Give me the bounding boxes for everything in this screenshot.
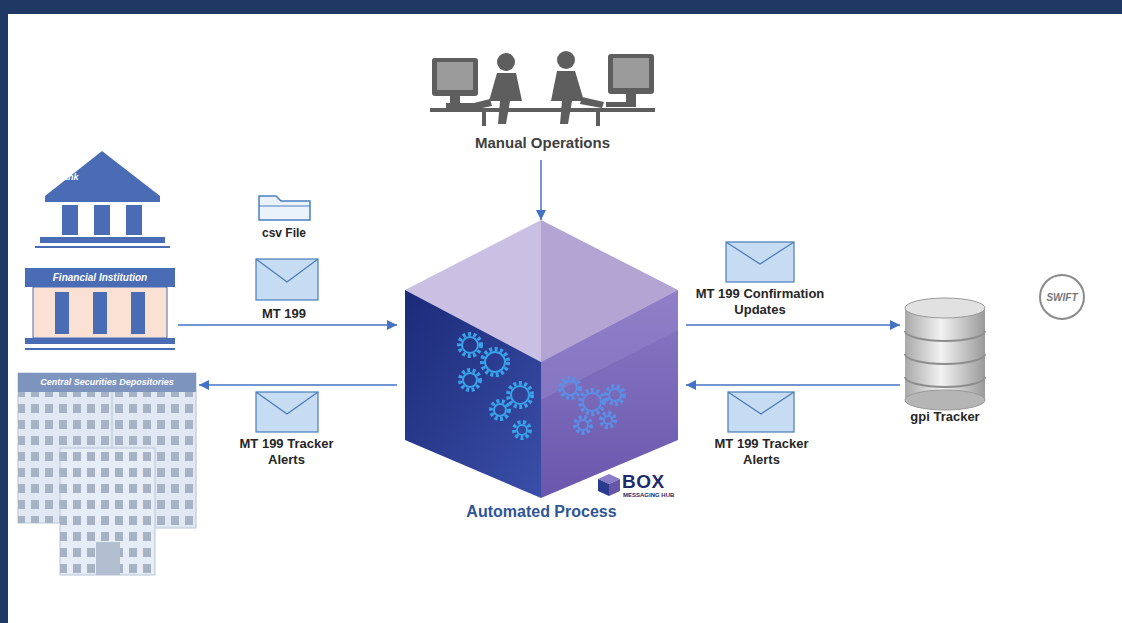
- gear-ring: [462, 337, 478, 353]
- depository-node: Central Securities Depositories: [18, 373, 196, 576]
- gear-ring: [463, 373, 477, 387]
- frame-bar: [0, 0, 1122, 14]
- gear-symbol: [491, 401, 509, 419]
- operators-icon: [430, 51, 655, 126]
- gear-symbol: [580, 390, 604, 414]
- gear-symbol: [482, 349, 508, 375]
- flow-arrow: [178, 324, 397, 326]
- institution-building: [25, 268, 175, 350]
- gear-symbol: [575, 417, 591, 433]
- gear-teeth: [508, 383, 532, 407]
- flow-arrow: [540, 160, 542, 220]
- gear-teeth: [459, 334, 481, 356]
- gear-symbol: [514, 422, 530, 438]
- logo-wordmark: BOX: [622, 471, 665, 493]
- automation-cube: [405, 220, 678, 498]
- bank-building: [35, 151, 170, 248]
- gear-teeth: [482, 349, 508, 375]
- folder-icon: [259, 196, 310, 220]
- message-label: MT 199 Tracker Alerts: [704, 436, 819, 469]
- bank-node: Bank: [35, 150, 170, 248]
- gear-symbol: [460, 370, 480, 390]
- gear-teeth: [460, 370, 480, 390]
- gear-teeth: [575, 417, 591, 433]
- gear-teeth: [560, 378, 580, 398]
- node-text: Financial Institution: [25, 272, 175, 284]
- gear-ring: [511, 386, 529, 404]
- node-text: Automated Process: [400, 503, 683, 521]
- institution-node: Financial Institution: [25, 268, 175, 350]
- message-label: MT 199: [244, 306, 324, 322]
- database-icon: [905, 298, 985, 410]
- swift-logo: [1040, 275, 1084, 319]
- gear-teeth: [491, 401, 509, 419]
- gear-symbol: [606, 386, 624, 404]
- gear-symbol: [601, 413, 615, 427]
- gear-teeth: [514, 422, 530, 438]
- gear-ring: [604, 416, 612, 424]
- message-label: MT 199 Confirmation Updates: [680, 286, 840, 319]
- gear-ring: [563, 381, 577, 395]
- gear-ring: [609, 389, 621, 401]
- gear-teeth: [606, 386, 624, 404]
- flow-arrow: [686, 324, 900, 326]
- node-text: gpi Tracker: [893, 410, 997, 425]
- gear-ring: [485, 352, 505, 372]
- operations-node: Manual Operations: [430, 45, 655, 157]
- frame-bar: [0, 0, 8, 623]
- depository-buildings: [18, 373, 196, 575]
- flow-arrow: [199, 384, 397, 386]
- node-text: Central Securities Depositories: [18, 377, 196, 387]
- node-text: Manual Operations: [430, 134, 655, 151]
- flow-arrow: [686, 384, 900, 386]
- file-label: csv File: [262, 226, 306, 240]
- tracker-node: gpi Tracker: [903, 295, 987, 431]
- folder-icon: [259, 206, 310, 207]
- gear-teeth: [580, 390, 604, 414]
- node-text: Bank: [30, 172, 105, 182]
- gear-symbol: [560, 378, 580, 398]
- logo-tagline: MESSAGING HUB: [623, 492, 674, 498]
- gear-teeth: [601, 413, 615, 427]
- gear-ring: [583, 393, 601, 411]
- gear-ring: [494, 404, 506, 416]
- envelope-icon: [256, 242, 794, 432]
- gear-ring: [578, 420, 588, 430]
- gear-symbol: [508, 383, 532, 407]
- logo-wordmark: SWIFT: [1046, 292, 1077, 303]
- message-label: MT 199 Tracker Alerts: [229, 436, 344, 469]
- gear-symbol: [459, 334, 481, 356]
- gear-ring: [517, 425, 527, 435]
- box-logo: [598, 474, 620, 496]
